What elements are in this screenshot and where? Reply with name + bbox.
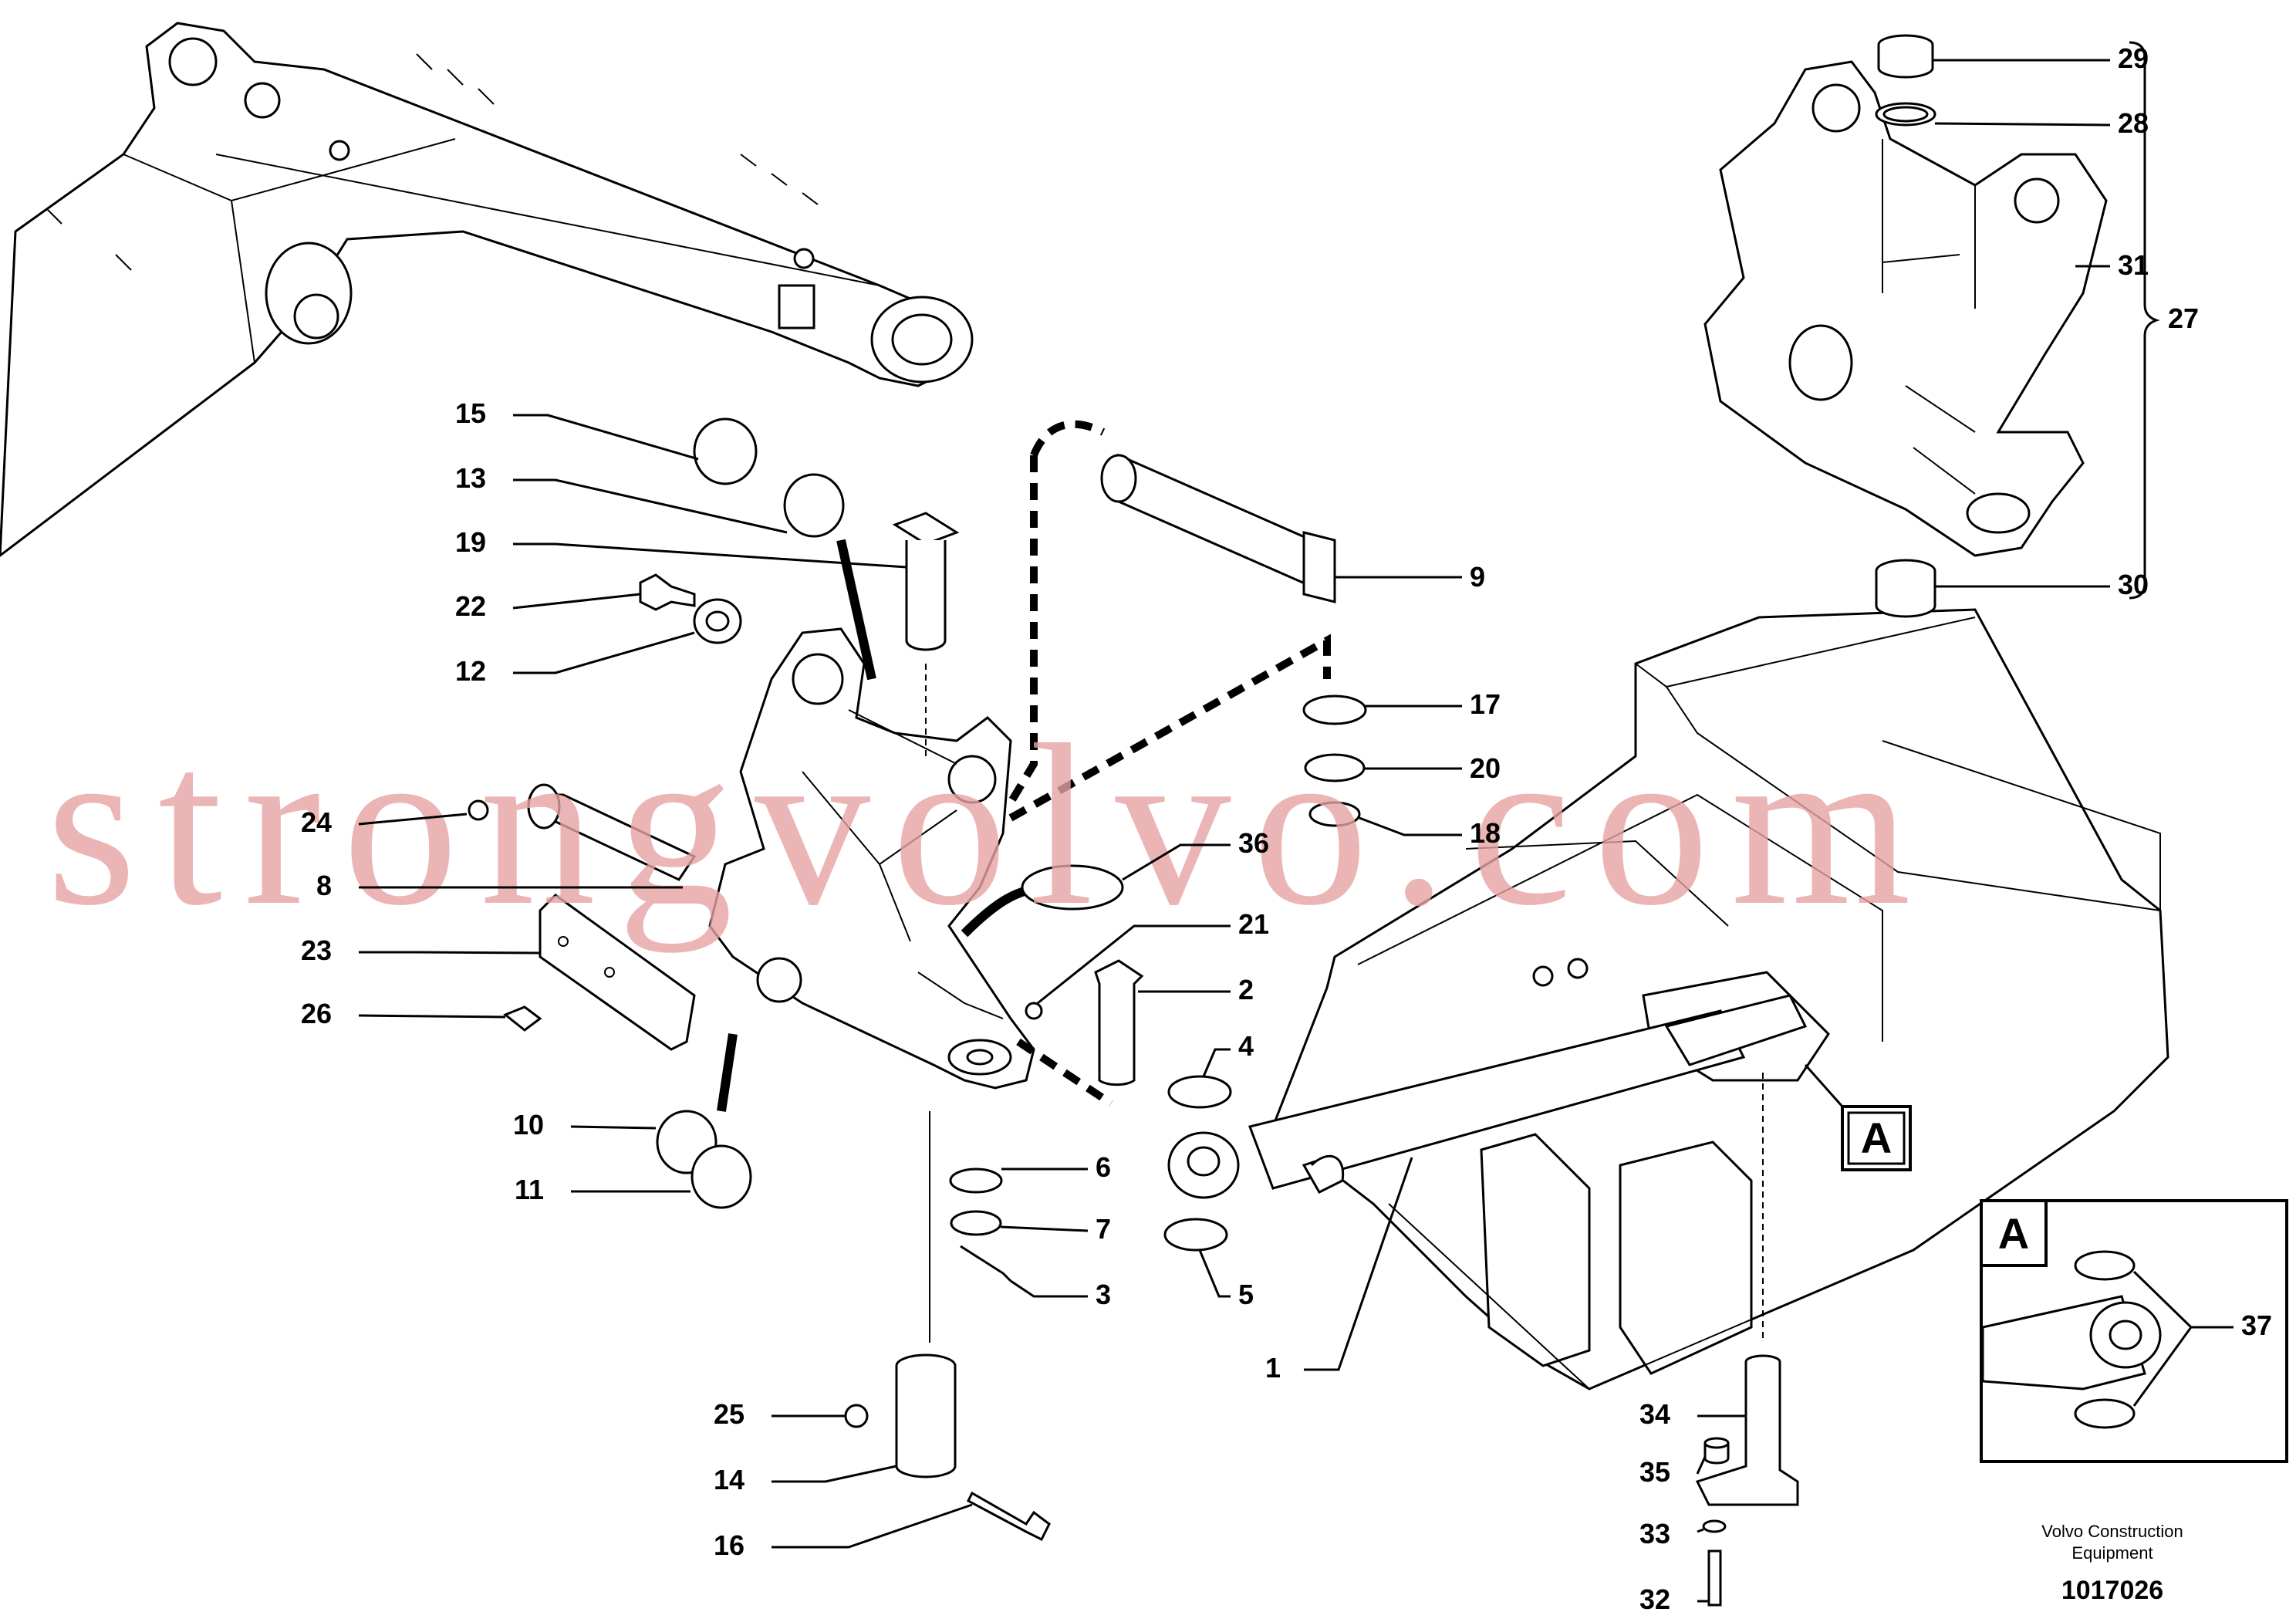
callout-17: 17 [1470,688,1501,720]
credit-line-2: Equipment [2071,1543,2152,1563]
callout-6: 6 [1096,1151,1111,1183]
leader-line-22 [512,593,641,610]
bushing-29 [1877,34,1934,79]
callout-11: 11 [515,1174,544,1205]
cylinder-1 [1167,994,1808,1199]
bolt-16 [967,1491,1051,1542]
washer-4 [1167,1075,1232,1109]
leader-line-14 [772,1465,897,1483]
swing-bracket-drawing [708,627,1035,1090]
watermark-text: strongvolvo.com [46,697,1933,954]
callout-35: 35 [1639,1456,1670,1488]
callout-29: 29 [2118,42,2149,74]
callout-31: 31 [2118,249,2149,281]
callout-20: 20 [1470,752,1501,784]
callout-7: 7 [1096,1213,1111,1245]
pin-14 [844,1353,957,1478]
credit-line-1: Volvo Construction [2041,1522,2183,1541]
bolt-26 [503,1005,542,1032]
callout-1: 1 [1265,1352,1281,1384]
bushing-28 [1875,102,1936,127]
detail-marker-label: A [1861,1113,1892,1162]
detail-box-label: A [1998,1209,2029,1258]
pin-34 [1695,1073,1799,1607]
callout-4: 4 [1238,1030,1254,1062]
boom-drawing [0,22,974,557]
washer-6 [949,1168,1003,1194]
pin-19 [892,512,960,756]
callout-25: 25 [714,1398,745,1430]
bolt-22 [639,573,742,644]
leader-line-4 [1202,1048,1231,1077]
callout-2: 2 [1238,974,1254,1005]
callout-12: 12 [455,655,486,687]
callout-9: 9 [1470,561,1485,593]
document-number: 1017026 [2061,1576,2163,1605]
cotter-3 [960,1245,1012,1282]
leader-line-19 [513,542,907,569]
washer-5 [1163,1218,1228,1252]
washer-36 [1021,864,1124,911]
callout-27: 27 [2168,302,2199,334]
plate-23 [539,894,696,1051]
leader-line-12 [513,631,695,674]
washer-15 [693,417,845,538]
callout-16: 16 [714,1529,745,1561]
leader-line-36 [1122,843,1231,881]
leader-line-16 [772,1503,973,1549]
leader-line-3 [1010,1279,1088,1298]
callout-34: 34 [1639,1398,1670,1430]
assembly-brace [2129,41,2160,600]
leader-line-5 [1198,1249,1231,1298]
leader-line-35 [1696,1456,1707,1475]
callout-3: 3 [1096,1279,1111,1310]
pin-9 [1100,453,1336,603]
leader-line-37 [2132,1270,2234,1407]
pin-2 [1025,959,1144,1086]
washer-17 [1302,694,1367,725]
detail-marker-a: A [1841,1105,1912,1171]
bushing-30 [1875,559,1936,618]
leader-line-13 [513,478,788,534]
callout-32: 32 [1639,1583,1670,1615]
callout-30: 30 [2118,569,2149,600]
callout-18: 18 [1470,817,1501,849]
callout-14: 14 [714,1464,745,1495]
ring-18 [1308,801,1361,827]
callout-23: 23 [301,934,332,966]
washer-7 [950,1210,1002,1236]
callout-8: 8 [316,870,332,901]
leader-line-23 [359,951,541,955]
callout-13: 13 [455,462,486,494]
leader-line-18 [1359,816,1462,836]
callout-24: 24 [301,806,332,838]
leader-line-1 [1304,1157,1413,1371]
leader-line-33 [1697,1528,1704,1533]
leader-line-15 [513,414,699,461]
callout-37: 37 [2241,1309,2272,1341]
pin-8 [468,783,697,881]
callout-26: 26 [301,998,332,1029]
bracket-assembly-27 [1703,60,2108,557]
callout-28: 28 [2118,107,2149,139]
leader-line-24 [358,813,468,826]
leader-line-26 [358,1014,506,1019]
callout-33: 33 [1639,1518,1670,1549]
leader-line-21 [1037,924,1231,1005]
callout-15: 15 [455,397,486,429]
callout-21: 21 [1238,908,1269,940]
callout-36: 36 [1238,827,1269,859]
washer-11 [690,1144,752,1209]
callout-5: 5 [1238,1279,1254,1310]
callout-22: 22 [455,590,486,622]
leader-line-10 [570,1125,657,1130]
callout-19: 19 [455,526,486,558]
callout-10: 10 [513,1109,544,1140]
leader-line-28 [1934,122,2111,127]
leader-line-7 [1000,1225,1089,1232]
detail-box-a: A [1980,1199,2288,1463]
